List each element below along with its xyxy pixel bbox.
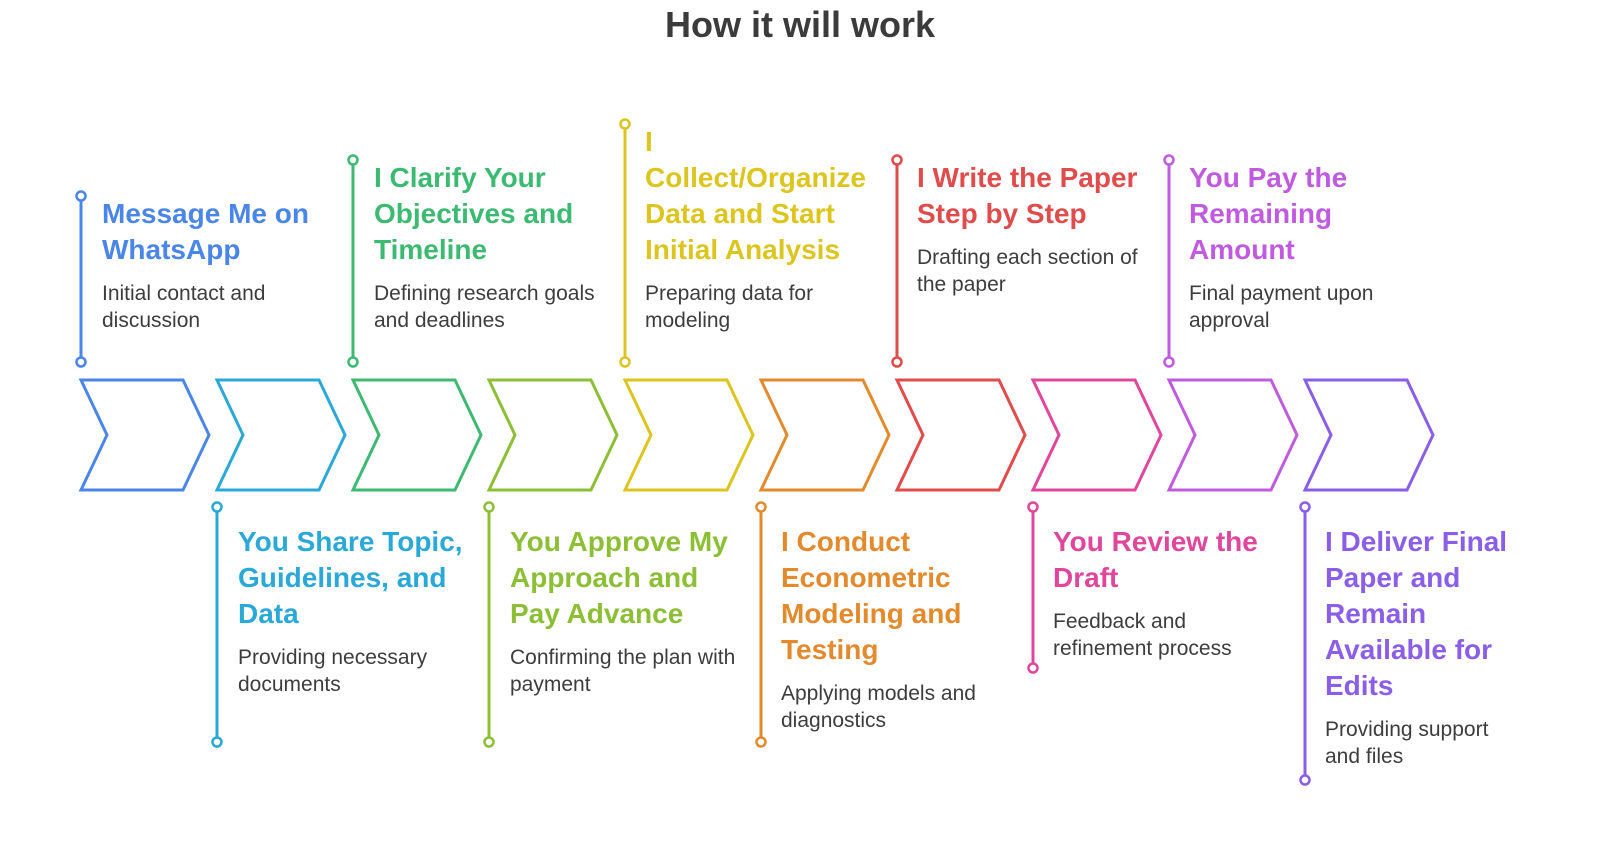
step-title: Message Me on WhatsApp (102, 198, 309, 265)
step-description: Preparing data for modeling (645, 282, 814, 332)
step-3: I Clarify Your Objectives and Timeline D… (374, 160, 602, 334)
chevron-7 (894, 378, 1027, 492)
step-8: You Review the Draft Feedback and refine… (1053, 524, 1281, 662)
step-title: You Review the Draft (1053, 526, 1258, 593)
step-title: I Deliver Final Paper and Remain Availab… (1325, 526, 1508, 701)
step-6: I Conduct Econometric Modeling and Testi… (781, 524, 1009, 734)
chevron-1 (78, 378, 211, 492)
chevron-row (78, 378, 1435, 492)
step-title: You Share Topic, Guidelines, and Data (238, 526, 463, 629)
step-2: You Share Topic, Guidelines, and Data Pr… (238, 524, 466, 698)
connector-dot-10-2 (1299, 774, 1311, 786)
step-description: Providing necessary documents (238, 646, 428, 696)
page-title: How it will work (664, 4, 936, 45)
chevron-2 (214, 378, 347, 492)
connector-dot-5-1 (619, 118, 631, 130)
chevron-9 (1166, 378, 1299, 492)
connector-dot-8-1 (1027, 501, 1039, 513)
step-title: I Write the Paper Step by Step (917, 162, 1138, 229)
connector-dot-4-2 (483, 736, 495, 748)
chevron-3 (350, 378, 483, 492)
connector-dot-3-1 (347, 154, 359, 166)
connector-dot-6-2 (755, 736, 767, 748)
chevron-8 (1030, 378, 1163, 492)
connector-dot-2-1 (211, 501, 223, 513)
connector-dot-10-1 (1299, 501, 1311, 513)
step-1: Message Me on WhatsApp Initial contact a… (102, 196, 330, 334)
step-title: I Clarify Your Objectives and Timeline (374, 162, 574, 265)
step-10: I Deliver Final Paper and Remain Availab… (1325, 524, 1525, 770)
connector-dot-7-2 (891, 356, 903, 368)
connector-dot-7-1 (891, 154, 903, 166)
step-5: I Collect/Organize Data and Start Initia… (645, 124, 873, 334)
connector-dot-6-1 (755, 501, 767, 513)
connector-dot-4-1 (483, 501, 495, 513)
step-title: You Pay the Remaining Amount (1189, 162, 1348, 265)
step-description: Applying models and diagnostics (781, 682, 976, 732)
step-7: I Write the Paper Step by Step Drafting … (917, 160, 1145, 298)
connector-dot-1-2 (75, 356, 87, 368)
connector-dot-9-1 (1163, 154, 1175, 166)
step-4: You Approve My Approach and Pay Advance … (510, 524, 738, 698)
connector-dot-8-2 (1027, 662, 1039, 674)
connector-dot-9-2 (1163, 356, 1175, 368)
chevron-6 (758, 378, 891, 492)
step-description: Feedback and refinement process (1053, 610, 1232, 660)
step-description: Final payment upon approval (1189, 282, 1374, 332)
connector-dot-2-2 (211, 736, 223, 748)
step-description: Drafting each section of the paper (917, 246, 1138, 296)
chevron-5 (622, 378, 755, 492)
step-description: Confirming the plan with payment (510, 646, 736, 696)
chevron-10 (1302, 378, 1435, 492)
step-9: You Pay the Remaining Amount Final payme… (1189, 160, 1417, 334)
connectors (75, 118, 1311, 786)
step-title: I Conduct Econometric Modeling and Testi… (781, 526, 962, 665)
step-description: Defining research goals and deadlines (374, 282, 595, 332)
connector-dot-5-2 (619, 356, 631, 368)
step-description: Providing support and files (1325, 718, 1489, 768)
connector-dot-3-2 (347, 356, 359, 368)
connector-dot-1-1 (75, 190, 87, 202)
step-title: I Collect/Organize Data and Start Initia… (645, 126, 866, 265)
chevron-4 (486, 378, 619, 492)
step-title: You Approve My Approach and Pay Advance (510, 526, 728, 629)
step-description: Initial contact and discussion (102, 282, 266, 332)
